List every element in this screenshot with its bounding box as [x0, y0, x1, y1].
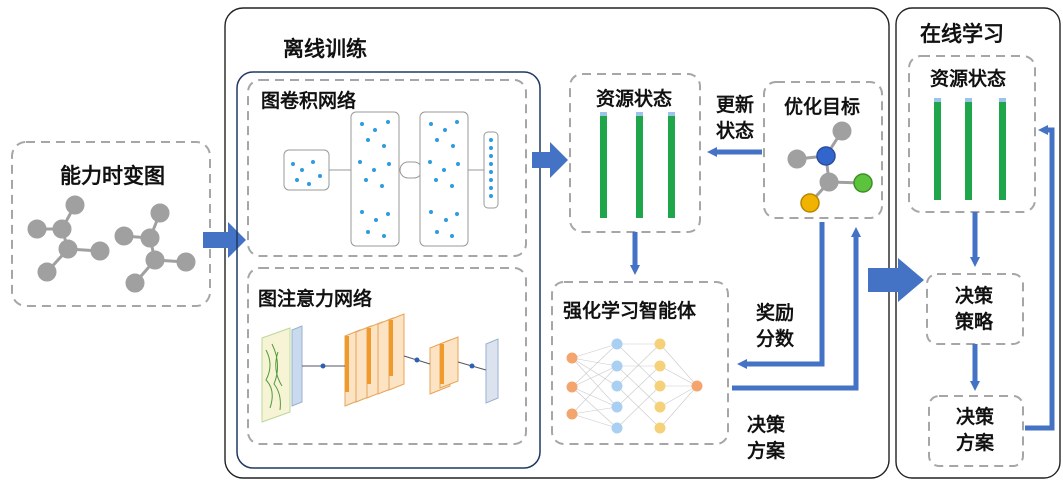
- gat-schematic: [261, 313, 499, 423]
- update-state-line2: 状态: [716, 120, 755, 142]
- reward-score-line2: 分数: [756, 328, 795, 350]
- optimization-target-title: 优化目标: [784, 96, 861, 118]
- online-decision-policy-line2: 策略: [955, 311, 994, 333]
- capability-graph-title: 能力时变图: [60, 163, 165, 188]
- update-state-label: 更新 状态: [716, 92, 754, 144]
- rl-agent-title: 强化学习智能体: [563, 300, 697, 322]
- online-decision-plan-label: 决策 方案: [956, 404, 994, 456]
- arrow-reward-score: [737, 222, 825, 369]
- resource-state-bars: [600, 112, 675, 218]
- reward-score-line1: 奖励: [756, 302, 795, 324]
- networks-container: [236, 71, 541, 469]
- online-panel: [895, 7, 1061, 479]
- gat-title: 图注意力网络: [258, 288, 373, 310]
- arrow-offline-to-online: [868, 258, 924, 302]
- gcn-schematic: [283, 111, 499, 247]
- capability-graph-box: [11, 141, 211, 307]
- decision-plan-line2: 方案: [747, 440, 786, 462]
- decision-plan-label: 决策 方案: [747, 412, 785, 464]
- online-panel-title: 在线学习: [920, 21, 1004, 46]
- reward-score-label: 奖励 分数: [756, 300, 794, 352]
- online-resource-state-title: 资源状态: [930, 68, 1007, 90]
- rl-agent-network: [566, 338, 703, 434]
- capability-graph-nodes: [27, 195, 196, 293]
- rl-agent-box: [551, 281, 729, 445]
- update-state-line1: 更新: [716, 94, 755, 116]
- offline-panel-title: 离线训练: [283, 36, 367, 61]
- decision-plan-line1: 决策: [747, 414, 786, 436]
- online-decision-plan-line1: 决策: [956, 406, 995, 428]
- optimization-target-box: [763, 81, 883, 219]
- arrow-online-feedback: [1025, 125, 1055, 431]
- gcn-box: [247, 79, 527, 257]
- offline-panel: [224, 7, 890, 479]
- resource-state-title: 资源状态: [596, 88, 673, 110]
- online-decision-plan-box: [928, 395, 1024, 467]
- online-resource-state-bars: [934, 98, 1006, 200]
- gat-box: [247, 267, 527, 445]
- online-resource-state-box: [908, 55, 1036, 213]
- online-decision-plan-line2: 方案: [956, 432, 995, 454]
- online-decision-policy-label: 决策 策略: [955, 283, 993, 335]
- arrow-networks-to-resource: [532, 142, 568, 178]
- arrow-decision-plan: [732, 227, 861, 391]
- online-decision-policy-line1: 决策: [955, 285, 994, 307]
- gcn-title: 图卷积网络: [261, 90, 357, 112]
- optimization-target-graph: [787, 121, 873, 213]
- arrow-graph-to-networks: [203, 222, 246, 258]
